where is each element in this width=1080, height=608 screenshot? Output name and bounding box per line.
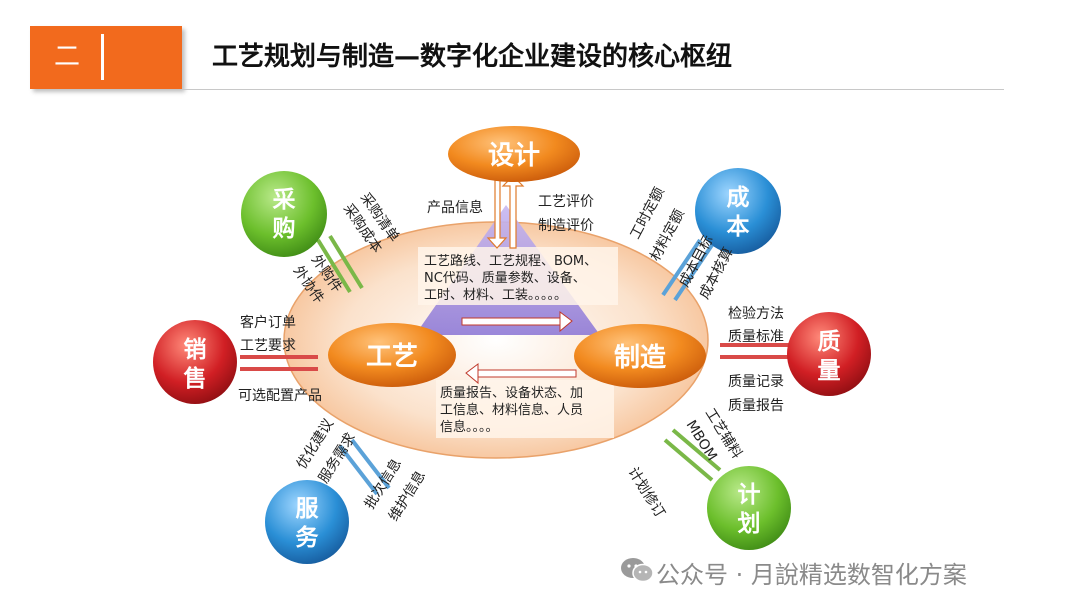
service-arrows bbox=[338, 438, 391, 496]
title-underline bbox=[182, 89, 1004, 90]
svg-text:服: 服 bbox=[296, 496, 320, 522]
plan-arrows bbox=[663, 428, 722, 482]
core-arrow-left bbox=[465, 363, 577, 385]
node-craft-label: 工艺 bbox=[366, 342, 418, 372]
core-arrow-right bbox=[461, 311, 573, 333]
svg-text:本: 本 bbox=[727, 214, 750, 240]
section-divider-bar bbox=[101, 34, 104, 80]
purchase-arrows bbox=[316, 234, 364, 294]
svg-text:计: 计 bbox=[738, 482, 761, 508]
center-top-line-2: NC代码、质量参数、设备、 bbox=[424, 270, 586, 286]
section-number-box bbox=[30, 26, 182, 89]
center-bottom-box bbox=[436, 380, 614, 438]
svg-text:成: 成 bbox=[727, 185, 750, 211]
center-bottom-line-3: 信息。。。。 bbox=[440, 419, 499, 435]
sales-arrows bbox=[240, 355, 318, 371]
flow-sales-in-1: 客户订单 bbox=[240, 314, 296, 331]
center-bottom-line-2: 工信息、材料信息、人员 bbox=[440, 402, 583, 418]
center-top-box bbox=[418, 247, 618, 305]
node-manufacture-label: 制造 bbox=[614, 343, 666, 373]
flow-sales-in-2: 工艺要求 bbox=[240, 338, 296, 354]
center-top-line-1: 工艺路线、工艺规程、BOM、 bbox=[424, 253, 597, 269]
flow-design-right-1: 工艺评价 bbox=[538, 194, 594, 210]
node-design-label: 设计 bbox=[488, 141, 540, 171]
flow-sales-out: 可选配置产品 bbox=[238, 388, 322, 404]
node-craft[interactable]: 工艺 bbox=[328, 323, 456, 387]
flow-design-right-2: 制造评价 bbox=[538, 218, 594, 234]
node-plan[interactable]: 计 划 bbox=[707, 466, 791, 550]
section-number: 二 bbox=[54, 42, 81, 72]
center-top-line-3: 工时、材料、工装。。。。。 bbox=[424, 288, 567, 303]
flow-quality-out-2: 质量报告 bbox=[728, 398, 784, 414]
flow-quality-in-1: 检验方法 bbox=[728, 306, 784, 322]
svg-text:质: 质 bbox=[818, 329, 841, 355]
cost-arrows bbox=[661, 238, 714, 302]
flow-quality-out-1: 质量记录 bbox=[728, 374, 784, 390]
node-design[interactable]: 设计 bbox=[448, 126, 580, 182]
node-purchase[interactable]: 采 购 bbox=[241, 171, 327, 257]
flow-plan-out: 计划修订 bbox=[625, 465, 668, 521]
svg-text:销: 销 bbox=[184, 337, 207, 363]
center-bottom-line-1: 质量报告、设备状态、加 bbox=[440, 385, 583, 401]
node-sales[interactable]: 销 售 bbox=[153, 320, 237, 404]
node-manufacture[interactable]: 制造 bbox=[574, 324, 706, 388]
quality-arrows bbox=[720, 343, 790, 359]
wechat-icon bbox=[621, 558, 654, 583]
svg-text:务: 务 bbox=[296, 525, 320, 551]
svg-text:量: 量 bbox=[818, 358, 841, 384]
flow-design-left: 产品信息 bbox=[427, 199, 483, 216]
svg-text:售: 售 bbox=[184, 365, 207, 392]
node-service[interactable]: 服 务 bbox=[265, 480, 349, 564]
flow-quality-in-2: 质量标准 bbox=[728, 329, 784, 345]
svg-text:划: 划 bbox=[738, 511, 761, 537]
watermark-text: 公众号 · 月說精选数智化方案 bbox=[656, 561, 967, 589]
svg-text:采: 采 bbox=[273, 187, 296, 213]
node-cost[interactable]: 成 本 bbox=[695, 168, 781, 254]
node-quality[interactable]: 质 量 bbox=[787, 312, 871, 396]
page-title: 工艺规划与制造—数字化企业建设的核心枢纽 bbox=[212, 42, 733, 72]
svg-text:购: 购 bbox=[273, 216, 296, 242]
